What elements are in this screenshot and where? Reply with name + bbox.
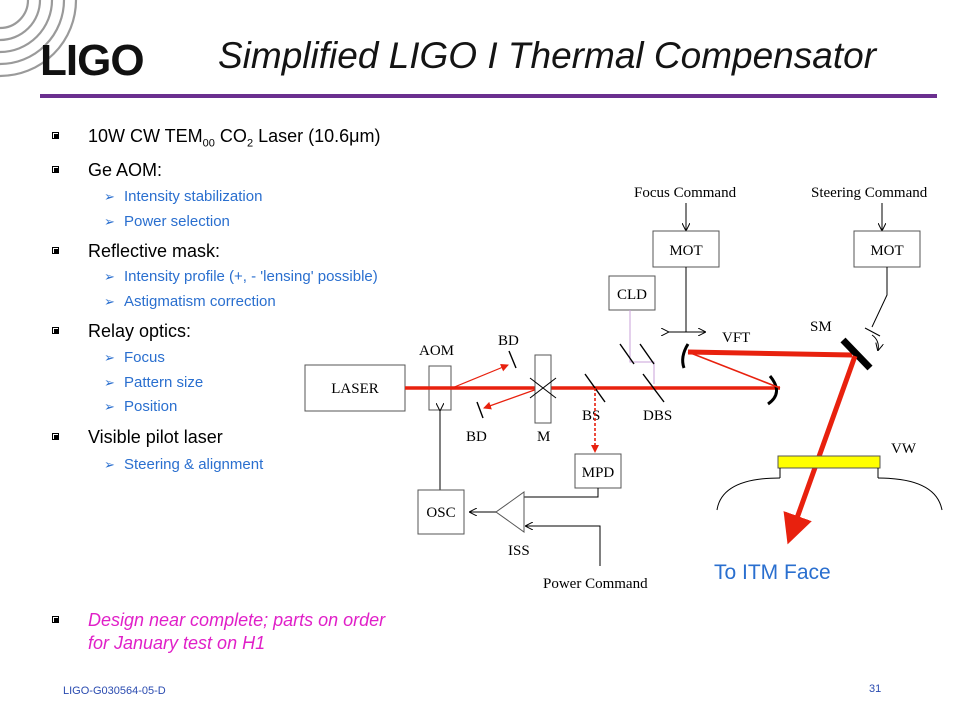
iss-label: ISS	[508, 543, 530, 559]
vft-label: VFT	[722, 330, 750, 346]
cld-pilot-path	[629, 310, 655, 384]
steering-mirror	[840, 337, 873, 371]
mot-right-label: MOT	[870, 243, 903, 259]
square-bullet-icon	[52, 132, 59, 139]
mu-symbol: μ	[349, 126, 360, 146]
logo-arcs-icon	[0, 0, 78, 78]
deflected-beam-down	[483, 387, 541, 410]
slide-title: Simplified LIGO I Thermal Compensator	[218, 35, 877, 76]
arrow-bullet-icon: ➢	[104, 350, 115, 365]
mpd-box	[574, 453, 622, 489]
folded-beam-return	[687, 351, 781, 389]
dbs-label: DBS	[643, 408, 672, 424]
beam-to-sm	[687, 349, 853, 358]
square-bullet-icon	[52, 247, 59, 254]
iss-amplifier	[495, 491, 525, 533]
focus-command-label: Focus Command	[634, 185, 737, 201]
mot-right-box	[853, 230, 921, 268]
beam-dump-top	[508, 350, 517, 369]
osc-box	[417, 489, 465, 535]
mask-m	[534, 354, 552, 424]
sm-mount-icon	[864, 327, 881, 337]
pilot-mirror-2	[639, 343, 655, 365]
deflected-beam-up	[451, 363, 509, 389]
mot-left-box	[652, 230, 720, 268]
document-id: LIGO-G030564-05-D	[63, 685, 166, 697]
vft-focus-mirror	[681, 343, 690, 369]
vacuum-chamber-left	[716, 477, 781, 511]
sm-rotation-arrow	[871, 334, 878, 350]
laser-box	[304, 364, 406, 412]
mask-x2	[529, 377, 557, 399]
square-bullet-icon	[52, 433, 59, 440]
arrow-bullet-icon: ➢	[104, 294, 115, 309]
bd-top-label: BD	[498, 333, 519, 349]
page-number: 31	[869, 683, 882, 695]
viewport-window	[777, 455, 881, 469]
arrow-bullet-icon: ➢	[104, 375, 115, 390]
square-bullet-icon	[52, 616, 59, 623]
m-label: M	[537, 429, 550, 445]
arrow-bullet-icon: ➢	[104, 399, 115, 414]
power-command-label: Power Command	[543, 576, 648, 592]
arrow-bullet-icon: ➢	[104, 269, 115, 284]
osc-label: OSC	[426, 505, 455, 521]
mot-left-label: MOT	[669, 243, 702, 259]
vw-label: VW	[891, 441, 917, 457]
dichroic-beam-splitter	[642, 373, 665, 403]
steering-command-label: Steering Command	[811, 185, 928, 201]
vacuum-chamber-right	[877, 477, 943, 511]
square-bullet-icon	[52, 166, 59, 173]
arrow-bullet-icon: ➢	[104, 457, 115, 472]
title-divider	[40, 94, 937, 98]
laser-label: LASER	[331, 381, 379, 397]
cld-box	[608, 275, 656, 311]
beam-to-itm	[783, 355, 858, 545]
aom-label: AOM	[419, 343, 454, 359]
ligo-logo: LIGO	[40, 36, 145, 85]
itm-face-label: To ITM Face	[714, 561, 831, 584]
square-bullet-icon	[52, 327, 59, 334]
cld-label: CLD	[617, 287, 647, 303]
arrow-bullet-icon: ➢	[104, 214, 115, 229]
mot-sm-link	[871, 267, 888, 328]
beam-dump-bottom	[476, 401, 484, 419]
bd-bottom-label: BD	[466, 429, 487, 445]
power-command-arrow	[526, 526, 601, 566]
mpd-label: MPD	[582, 465, 615, 481]
sm-label: SM	[810, 319, 832, 335]
mpd-iss-link	[520, 488, 599, 498]
curved-return-mirror	[767, 375, 778, 406]
arrow-bullet-icon: ➢	[104, 189, 115, 204]
pilot-mirror-1	[619, 343, 635, 365]
bs-label: BS	[582, 408, 600, 424]
